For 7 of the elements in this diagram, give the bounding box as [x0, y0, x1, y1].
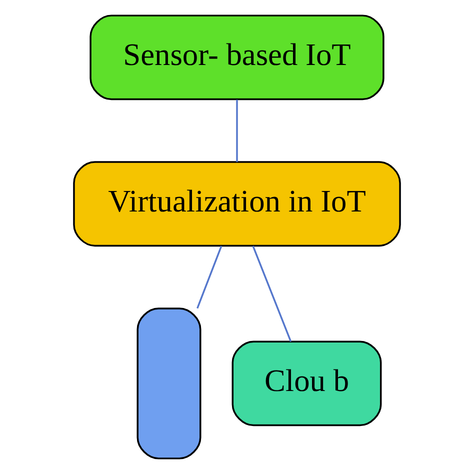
node-box [136, 308, 202, 460]
node-box: Clou b [232, 340, 382, 426]
connector [196, 246, 222, 309]
connector [252, 246, 292, 342]
node-box: Sensor- based IoT [90, 14, 384, 100]
node-box: Virtualization in IoT [73, 161, 401, 247]
connector [236, 100, 238, 162]
